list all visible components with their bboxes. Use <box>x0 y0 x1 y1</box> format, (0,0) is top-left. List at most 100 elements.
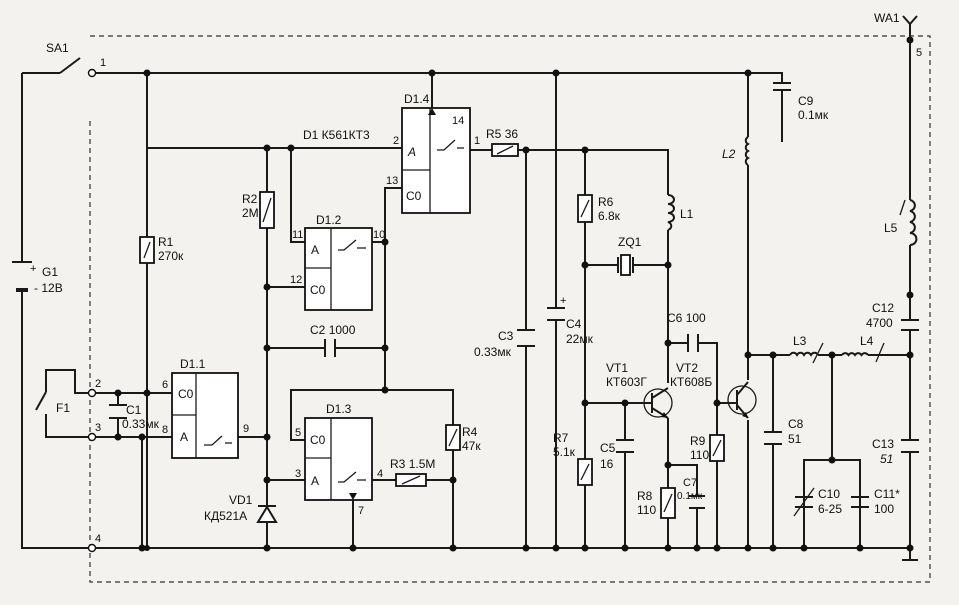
capacitor-c8: C8 51 <box>764 417 804 446</box>
capacitor-c10: C10 6-25 <box>793 487 842 517</box>
sensor-f1: F1 <box>35 369 70 438</box>
gate-d1-2: A C0 D1.2 11 12 10 <box>290 213 385 311</box>
terminal-3-label: 3 <box>95 422 101 434</box>
c3-ref: C3 <box>498 329 514 343</box>
c9-value: 0.1мк <box>798 108 829 122</box>
l5-ref: L5 <box>884 221 898 235</box>
l3-ref: L3 <box>793 334 807 348</box>
junction-dots <box>114 36 914 552</box>
c12-ref: C12 <box>872 301 894 315</box>
capacitor-c4: + C4 22мк <box>547 295 594 346</box>
resistor-r4: R4 47к <box>445 424 481 453</box>
c9-ref: C9 <box>798 94 814 108</box>
inductor-l1: L1 <box>667 194 694 231</box>
terminal-2-label: 2 <box>95 378 101 390</box>
capacitor-c5: C5 16 <box>600 439 634 471</box>
r7-ref: R7 <box>553 431 569 445</box>
d1-4-a: A <box>407 145 416 159</box>
svg-text:+: + <box>560 295 566 307</box>
c8-value: 51 <box>788 432 802 446</box>
c10-value: 6-25 <box>818 502 842 516</box>
ic-title: D1 К561КТ3 <box>303 128 370 142</box>
battery-plus: + <box>30 263 36 275</box>
d1-2-ref: D1.2 <box>316 213 342 227</box>
d1-1-co: C0 <box>178 387 194 401</box>
l4-ref: L4 <box>860 334 874 348</box>
d1-2-pin-12: 12 <box>290 274 302 286</box>
r9-ref: R9 <box>690 434 706 448</box>
d1-4-co: C0 <box>406 189 422 203</box>
diode-vd1: VD1 КД521А <box>204 493 278 523</box>
r9-value: 110 <box>690 448 709 462</box>
sensor-ref: F1 <box>56 401 70 415</box>
terminal-4-label: 4 <box>95 533 101 545</box>
d1-2-pin-11: 11 <box>292 229 303 241</box>
capacitor-c2: C2 1000 <box>310 323 356 357</box>
antenna-wa1: WA1 5 <box>874 11 922 59</box>
d1-3-a: A <box>311 474 319 488</box>
capacitor-c7: C7 0.1мк <box>677 477 705 509</box>
resistor-r3: R3 1.5М <box>390 457 435 487</box>
vt2-type: КТ608Б <box>670 375 712 389</box>
inductor-l3: L3 <box>789 334 824 364</box>
inductor-l2: L2 <box>722 136 750 166</box>
r1-ref: R1 <box>158 235 174 249</box>
c5-value: 16 <box>600 457 614 471</box>
r1-value: 270к <box>158 249 184 263</box>
c11-ref: C11* <box>874 487 900 501</box>
terminal-1-label: 1 <box>100 57 106 69</box>
resistor-r1: R1 270к <box>139 235 184 264</box>
r5-label: R5 36 <box>486 127 518 141</box>
gate-d1-4: A C0 D1.4 2 13 1 14 <box>386 92 480 214</box>
r4-ref: R4 <box>462 425 478 439</box>
c12-value: 4700 <box>866 316 893 330</box>
capacitor-c6: C6 100 <box>667 311 706 352</box>
c2-label: C2 1000 <box>310 323 356 337</box>
r6-value: 6.8к <box>598 209 621 223</box>
c4-ref: C4 <box>566 317 582 331</box>
battery-value: - 12В <box>34 281 63 295</box>
c13-ref: C13 <box>872 437 894 451</box>
c4-value: 22мк <box>566 332 594 346</box>
d1-3-pin-4: 4 <box>377 468 383 480</box>
capacitor-c13: C13 51 <box>872 437 919 466</box>
c6-label: C6 100 <box>667 311 706 325</box>
d1-4-pin-1: 1 <box>474 135 480 147</box>
zq1-ref: ZQ1 <box>618 235 642 249</box>
r2-ref: R2 <box>242 192 258 206</box>
c3-value: 0.33мк <box>474 345 512 359</box>
switch-ref: SA1 <box>46 41 69 55</box>
resistor-r2: R2 2М <box>242 191 275 229</box>
enclosure-outline <box>89 35 931 583</box>
d1-4-pin-2: 2 <box>393 135 399 147</box>
c1-ref: C1 <box>126 403 142 417</box>
c13-value: 51 <box>880 452 893 466</box>
r7-value: 5.1к <box>553 445 576 459</box>
l1-ref: L1 <box>680 207 694 221</box>
crystal-zq1: ZQ1 <box>617 235 642 276</box>
d1-3-pin-3: 3 <box>295 468 301 480</box>
vd1-type: КД521А <box>204 509 247 523</box>
d1-2-pin-10: 10 <box>373 229 385 241</box>
d1-3-pin-5: 5 <box>295 427 301 439</box>
resistor-r5: R5 36 <box>486 127 519 157</box>
resistor-r8: R8 110 <box>637 487 676 519</box>
inductor-l4: L4 <box>841 334 885 363</box>
capacitor-c1: C1 0.33мк <box>109 403 160 431</box>
c5-ref: C5 <box>600 441 616 455</box>
transistor-vt1: VT1 КТ603Г <box>606 361 673 419</box>
d1-4-ref: D1.4 <box>404 92 430 106</box>
r6-ref: R6 <box>598 195 614 209</box>
resistor-r9: R9 110 <box>690 434 725 462</box>
d1-3-ref: D1.3 <box>326 402 352 416</box>
inductor-l5: L5 <box>884 199 918 246</box>
d1-1-pin-6: 6 <box>162 379 168 391</box>
d1-1-pin-8: 8 <box>162 424 168 436</box>
d1-3-co: C0 <box>310 433 326 447</box>
d1-3-pin-7: 7 <box>358 505 364 517</box>
d1-1-pin-9: 9 <box>243 423 249 435</box>
capacitor-c11: C11* 100 <box>851 487 900 516</box>
r2-value: 2М <box>242 206 259 220</box>
